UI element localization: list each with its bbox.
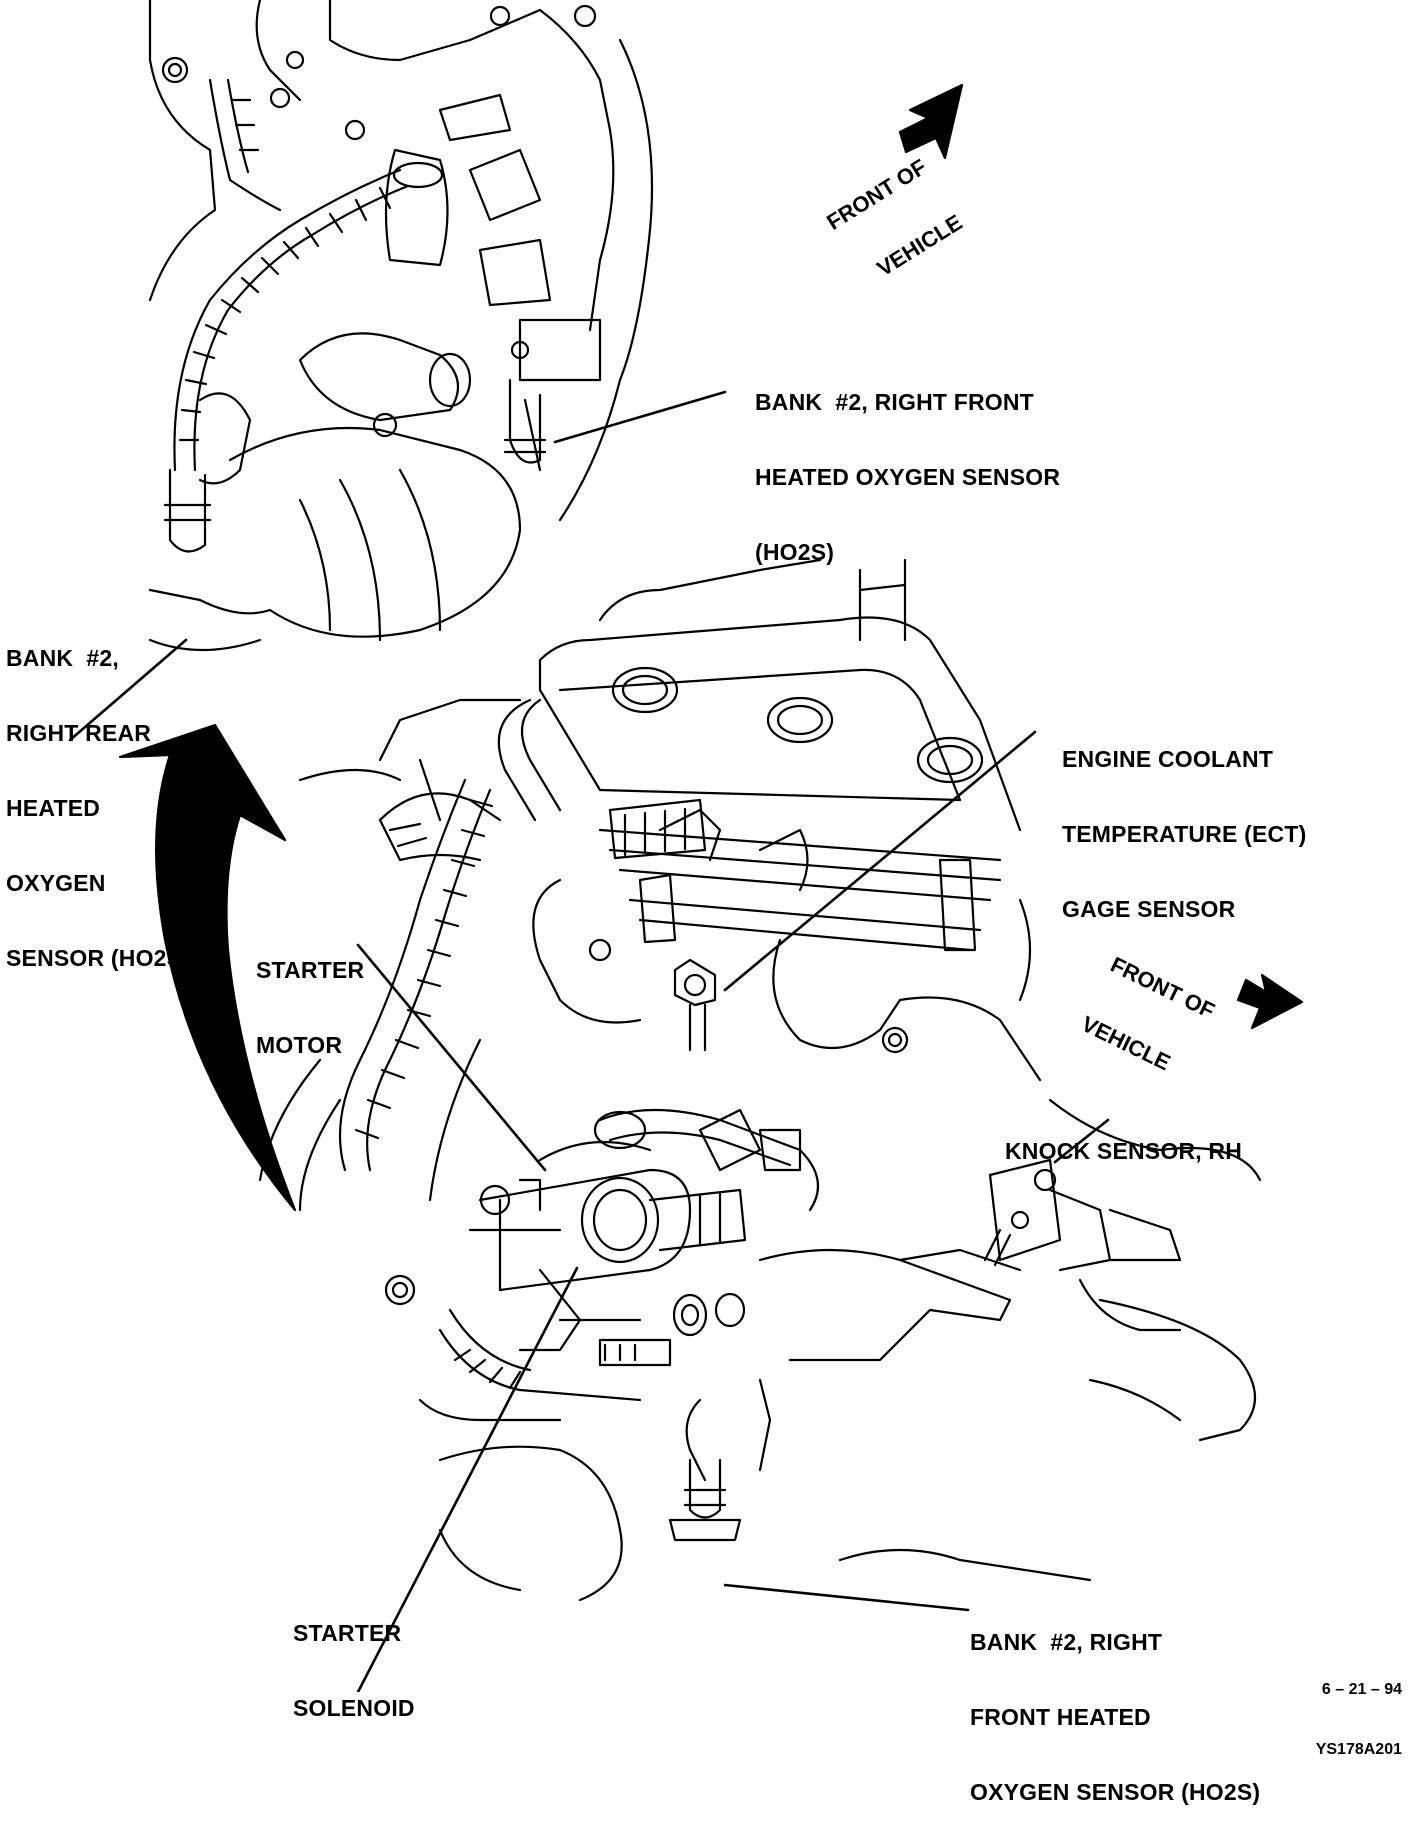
starter-solenoid-line2: SOLENOID bbox=[293, 1695, 415, 1721]
bank2-right-front-bottom-line3: OXYGEN SENSOR (HO2S) bbox=[970, 1779, 1261, 1805]
bank2-right-rear-line1: BANK #2, bbox=[6, 645, 119, 671]
bank2-right-front-top-line3: (HO2S) bbox=[755, 539, 835, 565]
starter-motor-line2: MOTOR bbox=[256, 1032, 343, 1058]
bank2-right-rear-line5: SENSOR (HO2S) bbox=[6, 945, 191, 971]
engine-component-diagram bbox=[68, 0, 1304, 1692]
starter-solenoid-line1: STARTER bbox=[293, 1620, 402, 1646]
ect-line3: GAGE SENSOR bbox=[1062, 896, 1236, 922]
bank2-right-rear-ho2s-label: BANK #2, RIGHT REAR HEATED OXYGEN SENSOR… bbox=[6, 596, 190, 996]
bank2-right-front-top-line1: BANK #2, RIGHT FRONT bbox=[755, 389, 1034, 415]
stamp-code: YS178A201 bbox=[1315, 1741, 1402, 1758]
bank2-right-rear-line3: HEATED bbox=[6, 795, 101, 821]
front-of-vehicle-bottom-line1: FRONT OF bbox=[1106, 951, 1219, 1024]
date-code-stamp: 6 – 21 – 94 YS178A201 bbox=[1316, 1640, 1402, 1780]
bank2-right-front-bottom-line1: BANK #2, RIGHT bbox=[970, 1629, 1163, 1655]
knock-sensor-label: KNOCK SENSOR, RH bbox=[1005, 1089, 1242, 1189]
bank2-right-front-bottom-line2: FRONT HEATED bbox=[970, 1704, 1151, 1730]
front-arrow-top bbox=[898, 83, 964, 160]
bank2-right-front-top-line2: HEATED OXYGEN SENSOR bbox=[755, 464, 1061, 490]
starter-solenoid-label: STARTER SOLENOID bbox=[293, 1571, 415, 1746]
front-arrow-bottom bbox=[1236, 973, 1304, 1030]
rotation-arrow bbox=[118, 723, 297, 1212]
bank2-right-front-ho2s-label-top: BANK #2, RIGHT FRONT HEATED OXYGEN SENSO… bbox=[755, 340, 1060, 590]
bank2-right-rear-line2: RIGHT REAR bbox=[6, 720, 152, 746]
bank2-right-rear-line4: OXYGEN bbox=[6, 870, 106, 896]
starter-motor-line1: STARTER bbox=[256, 957, 365, 983]
knock-sensor-line1: KNOCK SENSOR, RH bbox=[1005, 1138, 1243, 1164]
ect-gage-sensor-label: ENGINE COOLANT TEMPERATURE (ECT) GAGE SE… bbox=[1062, 697, 1306, 947]
stamp-date: 6 – 21 – 94 bbox=[1321, 1681, 1402, 1698]
upper-engine-view bbox=[148, 0, 654, 652]
front-of-vehicle-top-line1: FRONT OF bbox=[822, 154, 931, 235]
lower-engine-view bbox=[258, 558, 1262, 1602]
ect-line1: ENGINE COOLANT bbox=[1062, 746, 1274, 772]
leader-lines bbox=[68, 390, 1110, 1692]
starter-motor-label: STARTER MOTOR bbox=[256, 908, 364, 1083]
ect-line2: TEMPERATURE (ECT) bbox=[1062, 821, 1307, 847]
bank2-right-front-ho2s-label-bottom: BANK #2, RIGHT FRONT HEATED OXYGEN SENSO… bbox=[970, 1580, 1260, 1830]
